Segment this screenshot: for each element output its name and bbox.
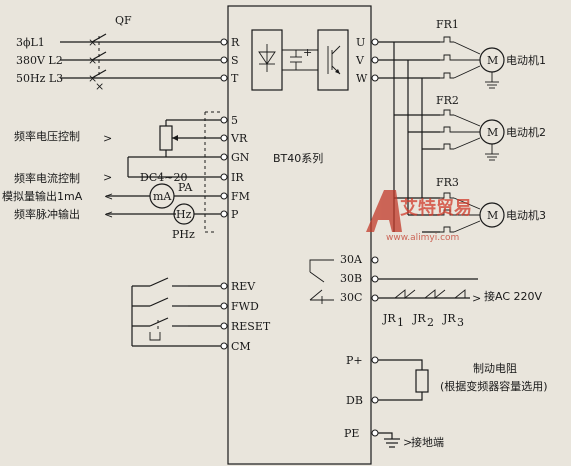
inverter-box bbox=[227, 5, 372, 465]
shield-line bbox=[204, 112, 217, 233]
fr1-label: FR1 bbox=[436, 18, 459, 31]
motor1-label: 电动机1 bbox=[506, 53, 546, 67]
terminal-t: T bbox=[231, 72, 239, 85]
terminal-u: U bbox=[356, 36, 365, 49]
input-terminals bbox=[220, 38, 228, 82]
jr1-label: JR bbox=[382, 312, 396, 325]
terminal-30a: 30A bbox=[340, 253, 363, 266]
freq-current-label: 频率电流控制 bbox=[14, 171, 80, 185]
inverter-bridge-block bbox=[317, 29, 349, 91]
terminal-p: P bbox=[231, 208, 239, 221]
analog-out-label: 模拟量输出1mA bbox=[2, 189, 83, 203]
dc-bus-capacitor: + bbox=[282, 46, 318, 71]
arrow-ac: > bbox=[472, 292, 481, 305]
jr3-label: JR bbox=[442, 312, 456, 325]
potentiometer bbox=[128, 119, 221, 158]
motor2-label: 电动机2 bbox=[506, 125, 546, 139]
phase-l1-label: 3ϕL1 bbox=[16, 36, 45, 49]
watermark-logo: 艾特贸易 www.alimyi.com bbox=[366, 190, 472, 243]
terminal-cm: CM bbox=[231, 340, 251, 353]
brake-label-2: (根据变频器容量选用) bbox=[440, 379, 548, 393]
phase-l2-label: 380V L2 bbox=[16, 54, 63, 67]
pulse-out-label: 频率脉冲输出 bbox=[14, 207, 80, 221]
brake-resistor bbox=[371, 356, 429, 404]
thermal-relay-fr1 bbox=[440, 36, 481, 79]
terminal-pe: PE bbox=[344, 427, 359, 440]
ac-220v-label: 接AC 220V bbox=[484, 290, 543, 303]
svg-text:×: × bbox=[88, 36, 97, 49]
jr1-sub: 1 bbox=[397, 316, 404, 329]
terminal-db: DB bbox=[346, 394, 363, 407]
motor3-label: 电动机3 bbox=[506, 208, 546, 222]
terminal-p-plus: P+ bbox=[346, 354, 363, 367]
input-terminals-left bbox=[220, 282, 228, 350]
terminal-reset: RESET bbox=[231, 320, 271, 333]
fr3-label: FR3 bbox=[436, 176, 459, 189]
motor1-symbol: M bbox=[487, 54, 498, 67]
current-loop bbox=[127, 157, 221, 178]
breaker-qf: × × × × bbox=[88, 33, 107, 93]
terminal-rev: REV bbox=[231, 280, 256, 293]
control-terminals bbox=[220, 116, 228, 218]
phz-label: PHz bbox=[172, 228, 195, 241]
ground-icon bbox=[485, 144, 499, 161]
thermal-relay-fr3 bbox=[440, 192, 481, 233]
freq-voltage-label: 频率电压控制 bbox=[14, 129, 80, 143]
thermal-relay-fr2 bbox=[440, 109, 481, 150]
brake-label-1: 制动电阻 bbox=[473, 362, 517, 375]
arrow-voltage: > bbox=[103, 132, 112, 145]
watermark-text: 艾特贸易 bbox=[400, 197, 472, 219]
terminal-30c: 30C bbox=[340, 291, 362, 304]
svg-text:×: × bbox=[88, 54, 97, 67]
motor2-symbol: M bbox=[487, 126, 498, 139]
terminal-30b: 30B bbox=[340, 272, 362, 285]
terminal-5: 5 bbox=[231, 114, 238, 127]
watermark-url: www.alimyi.com bbox=[386, 233, 459, 243]
svg-text:×: × bbox=[88, 72, 97, 85]
control-switches bbox=[131, 277, 221, 347]
relay-contacts bbox=[309, 256, 379, 304]
svg-text:+: + bbox=[303, 46, 312, 59]
ground-label: 接地端 bbox=[411, 436, 444, 449]
fr2-label: FR2 bbox=[436, 94, 459, 107]
motor3-symbol: M bbox=[487, 209, 498, 222]
jr2-label: JR bbox=[412, 312, 426, 325]
svg-text:×: × bbox=[95, 80, 104, 93]
terminal-w: W bbox=[356, 72, 368, 85]
pe-ground bbox=[371, 429, 400, 448]
dc-range-label: DC4~20 bbox=[140, 171, 187, 184]
terminal-gn: GN bbox=[231, 151, 250, 164]
terminal-v: V bbox=[355, 54, 365, 67]
arrow-current: > bbox=[103, 171, 112, 184]
relay-chain-wiring bbox=[378, 278, 478, 299]
arrow-pulse: < bbox=[104, 208, 113, 221]
terminal-r: R bbox=[231, 36, 240, 49]
jr2-sub: 2 bbox=[427, 316, 434, 329]
rectifier-block bbox=[251, 29, 283, 91]
terminal-vr: VR bbox=[230, 132, 248, 145]
terminal-s: S bbox=[231, 54, 239, 67]
supply-lines bbox=[60, 41, 222, 79]
pa-label: PA bbox=[178, 181, 193, 194]
arrow-analog: < bbox=[104, 190, 113, 203]
hz-meter-text: Hz bbox=[176, 208, 192, 221]
ma-meter bbox=[106, 183, 221, 209]
igbt-symbol bbox=[327, 45, 341, 75]
arrow-ground: > bbox=[403, 436, 412, 449]
output-terminals bbox=[371, 38, 379, 82]
breaker-label: QF bbox=[115, 14, 132, 27]
terminal-fwd: FWD bbox=[231, 300, 259, 313]
motor3-circle bbox=[479, 202, 505, 228]
terminal-fm: FM bbox=[231, 190, 250, 203]
phase-l3-label: 50Hz L3 bbox=[16, 72, 63, 85]
ground-icon bbox=[485, 72, 499, 89]
jr3-sub: 3 bbox=[457, 316, 464, 329]
rectifier-symbol bbox=[258, 44, 276, 72]
inverter-model: BT40系列 bbox=[273, 151, 323, 165]
hz-meter bbox=[106, 203, 221, 225]
ma-meter-text: mA bbox=[153, 190, 172, 203]
terminal-ir: IR bbox=[231, 171, 244, 184]
